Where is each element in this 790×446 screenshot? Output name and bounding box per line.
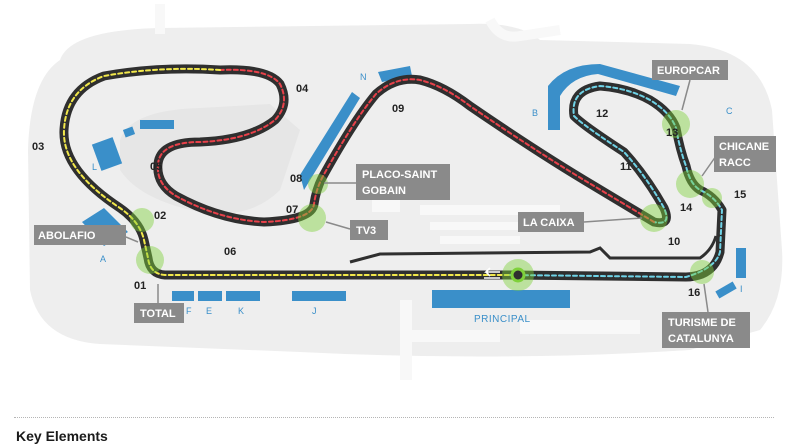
hotspot-turn-01: [136, 246, 164, 274]
circuit-map: A B C F E K J L N I PRINCIPAL 01 02 03 0…: [28, 4, 783, 380]
grandstand-f-block: [172, 291, 194, 301]
hotspot-turn-02: [130, 208, 154, 232]
turn-label-04: 04: [296, 83, 309, 95]
grandstand-principal-block: [432, 290, 570, 308]
callout-europcar-label: EUROPCAR: [657, 65, 720, 77]
section-divider: [14, 417, 774, 418]
callout-tv3-label: TV3: [356, 225, 376, 237]
turn-label-11: 11: [620, 161, 632, 173]
stand-label-n: N: [360, 72, 367, 82]
grandstand-l-block: [91, 137, 123, 171]
callout-turisme-line-1: TURISME DE: [668, 317, 736, 329]
grandstand-l-small: [122, 126, 136, 138]
grandstand-b-block: [548, 64, 680, 130]
turn-label-01: 01: [134, 280, 146, 292]
sector-2-line: [156, 68, 655, 223]
stand-label-a: A: [100, 254, 106, 264]
turn-label-06: 06: [224, 246, 236, 258]
pit-lane: [349, 235, 718, 264]
grandstand-n-block: [300, 92, 360, 190]
callout-la-caixa-label: LA CAIXA: [523, 217, 575, 229]
turn-label-15: 15: [734, 189, 746, 201]
turn-numbers: 01 02 03 04 05 06 07 08 09 10 11 12 13 1…: [32, 83, 746, 299]
sector-3-line: [509, 85, 723, 278]
grandstand-j-block: [292, 291, 346, 301]
callout-la-caixa: LA CAIXA: [518, 212, 643, 232]
key-elements-heading: Key Elements: [16, 428, 108, 444]
service-roads: [155, 4, 640, 380]
callout-total-label: TOTAL: [140, 308, 176, 320]
access-road: [485, 17, 561, 42]
turn-label-16: 16: [688, 287, 700, 299]
callout-turisme-line-2: CATALUNYA: [668, 333, 734, 345]
hotspots: [130, 110, 722, 291]
stand-label-f: F: [186, 306, 192, 316]
turn-label-03: 03: [32, 141, 44, 153]
principal-label: PRINCIPAL: [474, 314, 531, 325]
turn-label-12: 12: [596, 108, 608, 120]
stand-label-l: L: [92, 162, 97, 172]
callout-europcar: EUROPCAR: [652, 60, 728, 111]
grandstand-l-bar: [140, 120, 174, 129]
stand-label-j: J: [312, 306, 317, 316]
direction-arrow-icon: [484, 267, 500, 279]
callout-placo-line-2: GOBAIN: [362, 185, 406, 197]
grandstand-i-small: [715, 281, 737, 299]
callout-total: TOTAL: [134, 284, 184, 323]
stand-label-i: I: [740, 284, 743, 294]
stand-label-c: C: [726, 106, 733, 116]
callout-abolafio-label: ABOLAFIO: [38, 230, 96, 242]
grandstand-n-top: [378, 66, 412, 82]
turn-label-02: 02: [154, 210, 166, 222]
sector-1-line: [62, 67, 511, 276]
track: [59, 64, 727, 282]
callout-placo-line-1: PLACO-SAINT: [362, 169, 437, 181]
hotspot-turn-08: [308, 174, 328, 194]
grandstands: [82, 64, 746, 308]
callout-chicane-line-1: CHICANE: [719, 141, 769, 153]
turn-label-10: 10: [668, 236, 680, 248]
grandstand-k-block: [226, 291, 260, 301]
callout-abolafio: ABOLAFIO: [34, 225, 139, 245]
turn-label-14: 14: [680, 202, 693, 214]
turn-label-13: 13: [666, 127, 678, 139]
callout-tv3: TV3: [325, 220, 388, 240]
callout-placo-saint-gobain: PLACO-SAINT GOBAIN: [324, 164, 450, 200]
stand-label-b: B: [532, 108, 538, 118]
hotspot-turn-10: [640, 204, 668, 232]
callout-chicane-racc: CHICANE RACC: [701, 136, 776, 177]
turn-label-07: 07: [286, 204, 298, 216]
start-finish-marker: [510, 267, 526, 283]
grandstand-e-block: [198, 291, 222, 301]
grandstand-i-bar: [736, 248, 746, 278]
hotspot-turn-13: [662, 110, 690, 138]
turn-label-05: 05: [150, 161, 162, 173]
callouts: ABOLAFIO TOTAL PLACO-SAINT GOBAIN TV3 EU…: [34, 60, 776, 348]
callout-chicane-line-2: RACC: [719, 157, 751, 169]
stand-label-k: K: [238, 306, 244, 316]
hotspot-turn-07: [298, 204, 326, 232]
turn-label-08: 08: [290, 173, 302, 185]
turn-label-09: 09: [392, 103, 404, 115]
hotspot-turn-15: [702, 188, 722, 208]
callout-turisme-de-catalunya: TURISME DE CATALUNYA: [662, 283, 750, 348]
stand-label-e: E: [206, 306, 212, 316]
hotspot-turn-16: [690, 260, 714, 284]
hotspot-turn-14: [676, 170, 704, 198]
